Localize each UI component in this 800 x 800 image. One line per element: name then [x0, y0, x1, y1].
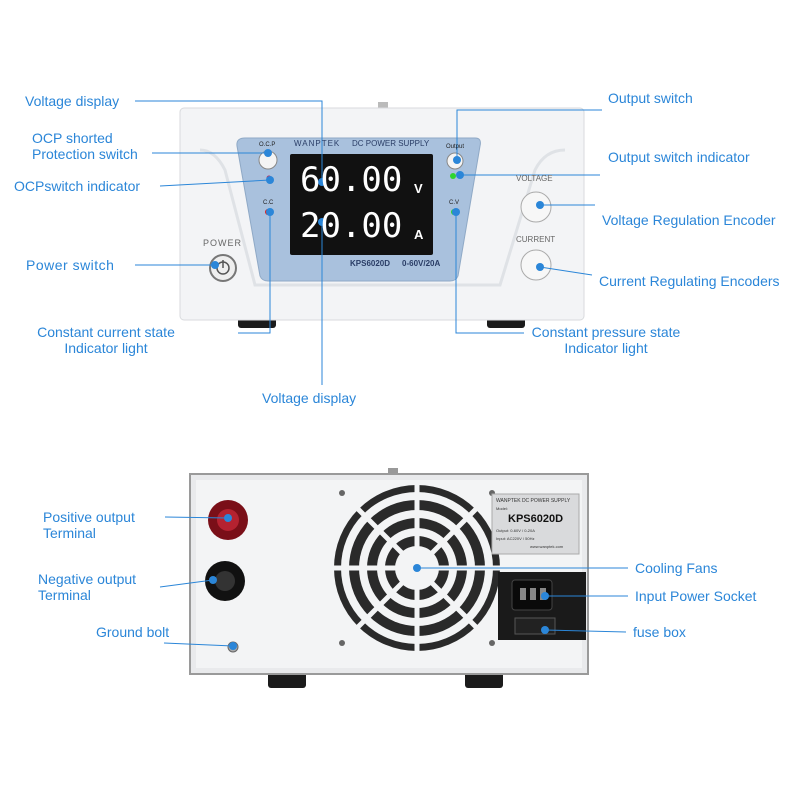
current-unit: A — [414, 227, 424, 242]
output-led — [450, 173, 456, 179]
callout-fuse-box: fuse box — [633, 624, 686, 640]
model-label: KPS6020D — [350, 259, 391, 268]
plate-model: KPS6020D — [508, 513, 564, 525]
callout-cc-indicator-line2: Indicator light — [64, 340, 148, 356]
current-knob-label: CURRENT — [516, 235, 556, 244]
voltage-reading: 60.00 — [300, 160, 403, 200]
callout-ocp-switch-line2: Protection switch — [32, 146, 138, 162]
callout-negative-terminal-line1: Negative output — [38, 571, 137, 587]
plate-model-label: Model: — [496, 506, 509, 511]
plate-input: Input: AC220V / 50Hz — [496, 536, 535, 541]
panel-title: DC POWER SUPPLY — [352, 139, 430, 148]
output-label: Output — [446, 144, 465, 150]
plate-brand: WANPTEK DC POWER SUPPLY — [496, 498, 571, 504]
label-plate — [491, 493, 580, 555]
display — [290, 154, 433, 255]
range-label: 0-60V/20A — [402, 259, 441, 268]
callout-power-switch: Power switch — [26, 257, 115, 273]
callout-ocp-switch-line1: OCP shorted — [32, 130, 113, 146]
callout-ground-bolt: Ground bolt — [96, 624, 170, 640]
cv-label: C.V — [449, 200, 460, 206]
callout-negative-terminal-line2: Terminal — [38, 587, 91, 603]
plate-output: Output: 0-60V / 0-20A — [496, 528, 535, 533]
callout-positive-terminal-line1: Positive output — [43, 509, 135, 525]
callout-cv-indicator-line1: Constant pressure state — [531, 324, 681, 340]
callout-cc-indicator-line1: Constant current state — [37, 324, 175, 340]
voltage-unit: V — [414, 181, 423, 196]
callout-output-indicator: Output switch indicator — [608, 149, 750, 165]
brand-logo: WANPTEK — [294, 139, 341, 148]
callout-voltage-display-bottom: Voltage display — [262, 390, 357, 406]
ocp-label: O.C.P — [259, 142, 276, 148]
fuse-box — [514, 617, 556, 635]
callout-cv-indicator-line2: Indicator light — [564, 340, 648, 356]
callout-current-encoder: Current Regulating Encoders — [599, 273, 780, 289]
callout-lines — [135, 100, 628, 647]
callout-power-socket: Input Power Socket — [635, 588, 757, 604]
plate-url: www.wanptek.com — [530, 544, 564, 549]
voltage-knob — [520, 191, 552, 223]
cc-label: C.C — [263, 200, 274, 206]
callout-positive-terminal-line2: Terminal — [43, 525, 96, 541]
front-unit — [179, 102, 585, 328]
callout-ocp-indicator: OCPswitch indicator — [14, 178, 141, 194]
current-knob — [520, 249, 552, 281]
callout-dots — [209, 149, 549, 650]
callout-cooling-fans: Cooling Fans — [635, 560, 718, 576]
callout-voltage-encoder: Voltage Regulation Encoder — [602, 212, 776, 228]
voltage-knob-label: VOLTAGE — [516, 174, 553, 183]
callout-voltage-display-top: Voltage display — [25, 93, 120, 109]
callout-output-switch: Output switch — [608, 90, 693, 106]
power-label: POWER — [203, 238, 243, 248]
current-reading: 20.00 — [300, 206, 403, 246]
